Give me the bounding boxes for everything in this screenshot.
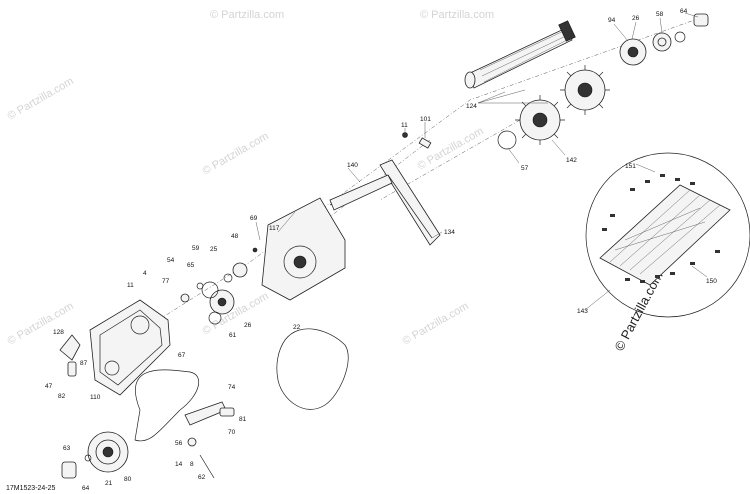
watermark-text: © Partzilla.com [401,300,471,347]
callout-134: 134 [444,229,455,236]
callout-142: 142 [566,157,577,164]
callout-65: 65 [187,262,195,269]
callout-25: 25 [210,246,218,253]
drawing-reference-number: 17M1523-24-25 [6,485,56,492]
callout-8: 8 [190,461,194,468]
callout-48: 48 [231,233,239,240]
callout-labels: 64 58 26 94 124 142 57 11 101 151 140 13… [45,8,717,492]
callout-74: 74 [228,384,236,391]
callout-101: 101 [420,116,431,123]
callout-14: 14 [175,461,183,468]
watermark-text: © Partzilla.com [6,300,76,347]
callout-22: 22 [293,324,301,331]
chaincase-cover [89,299,171,396]
watermark-text: © Partzilla.com [420,9,494,21]
chaincase-housing-outer [379,132,441,246]
callout-63: 63 [63,445,71,452]
callout-70: 70 [228,429,236,436]
callout-77: 77 [162,278,170,285]
callout-57: 57 [521,165,529,172]
callout-56: 56 [175,440,183,447]
callout-151: 151 [625,163,636,170]
callout-11b: 11 [127,282,134,289]
callout-26b: 26 [244,322,252,329]
callout-21: 21 [105,480,113,487]
callout-94: 94 [608,17,616,24]
leader-lines [255,12,708,311]
assembly-axis-lines [94,17,701,361]
lower-sprocket-gear [61,431,129,479]
callout-117: 117 [269,225,280,232]
callout-47: 47 [45,383,53,390]
callout-80: 80 [124,476,132,483]
watermark-text: © Partzilla.com [201,130,271,177]
callout-11: 11 [401,122,408,129]
callout-64: 64 [680,8,688,15]
callout-4: 4 [143,270,147,277]
callout-110: 110 [90,394,101,401]
callout-69: 69 [250,215,258,222]
gasket-seal [276,328,349,410]
callout-67: 67 [178,352,186,359]
callout-64b: 64 [82,485,90,492]
tensioner-assembly [59,334,235,479]
callout-59: 59 [192,245,200,252]
callout-61: 61 [229,332,237,339]
chaincase-housing-main [261,174,393,301]
upper-gear-stack [180,247,258,325]
callout-128: 128 [53,329,64,336]
callout-26: 26 [632,15,640,22]
upper-bearing-set [497,13,709,150]
watermark-text: © Partzilla.com [6,75,76,122]
callout-82: 82 [58,393,66,400]
drive-shaft [464,20,576,89]
sprocket-pair [515,65,610,145]
watermark-layer: © Partzilla.com © Partzilla.com © Partzi… [6,9,666,353]
watermark-text: © Partzilla.com [210,9,284,21]
callout-150: 150 [706,278,717,285]
callout-62: 62 [198,474,206,481]
callout-124: 124 [466,103,477,110]
track-detail-circle [585,152,750,318]
callout-58: 58 [656,11,664,18]
callout-143: 143 [577,308,588,315]
callout-81: 81 [239,416,247,423]
drive-chain [134,369,200,442]
callout-140: 140 [347,162,358,169]
callout-54: 54 [167,257,175,264]
callout-87: 87 [80,360,88,367]
